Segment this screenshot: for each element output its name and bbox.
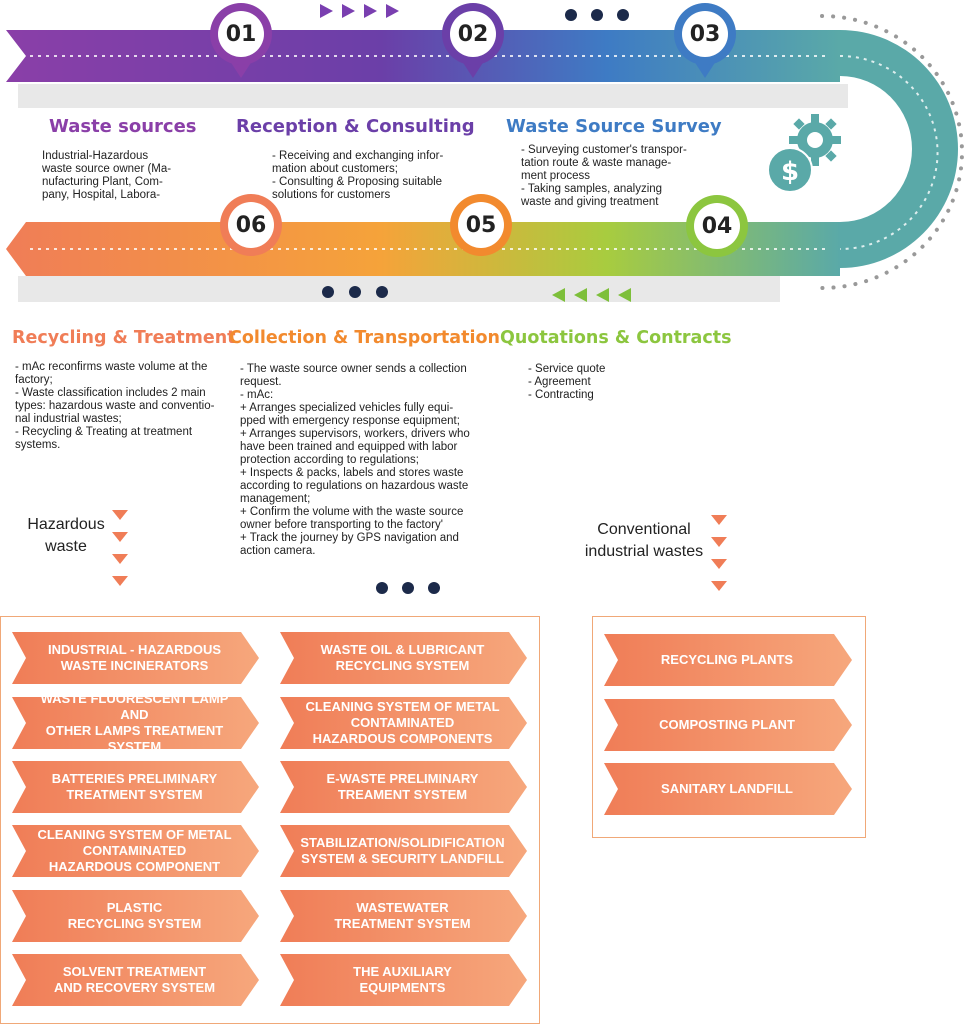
conventional-system-arrow-1: RECYCLING PLANTS [604,634,852,686]
hazardous-system-arrow-2: WASTE FLUORESCENT LAMP AND OTHER LAMPS T… [12,697,259,749]
collection-body: - The waste source owner sends a collect… [240,363,470,557]
hazardous-system-arrow-4: CLEANING SYSTEM OF METAL CONTAMINATED HA… [12,825,259,877]
dots-icon [565,9,629,21]
waste-sources-body: Industrial-Hazardous waste source owner … [42,150,172,201]
reception-body: - Receiving and exchanging infor- mation… [272,150,444,201]
step-number: 05 [458,202,504,248]
collection-title: Collection & Transportation [229,328,500,348]
survey-body: - Surveying customer's transpor- tation … [521,144,687,208]
hazardous-system-arrow-right-5: WASTEWATER TREATMENT SYSTEM [280,890,527,942]
dots-icon [376,582,440,594]
outer-dotted-arc [820,14,964,290]
step-pin-03: 03 [674,3,736,65]
step-number: 02 [450,11,496,57]
quotations-title: Quotations & Contracts [500,328,732,348]
right-arrows-icon [320,4,399,18]
down-arrows-icon [711,515,727,591]
hazardous-system-arrow-right-1: WASTE OIL & LUBRICANT RECYCLING SYSTEM [280,632,527,684]
hazardous-system-arrow-1: INDUSTRIAL - HAZARDOUS WASTE INCINERATOR… [12,632,259,684]
hazardous-system-arrow-right-3: E-WASTE PRELIMINARY TREAMENT SYSTEM [280,761,527,813]
hazardous-waste-label: Hazardous waste [27,516,105,555]
quotations-body: - Service quote - Agreement - Contractin… [528,363,606,401]
hazardous-system-arrow-right-4: STABILIZATION/SOLIDIFICATION SYSTEM & SE… [280,825,527,877]
dollar-coin-icon: $ [767,147,813,193]
left-arrows-icon [552,288,631,302]
svg-text:$: $ [781,157,799,187]
road-curve [840,30,958,268]
step-pin-06: 06 [220,194,282,256]
step-number: 03 [682,11,728,57]
hazardous-system-arrow-right-2: CLEANING SYSTEM OF METAL CONTAMINATED HA… [280,697,527,749]
top-road-shadow [18,84,848,108]
conventional-system-arrow-2: COMPOSTING PLANT [604,699,852,751]
reception-title: Reception & Consulting [236,116,475,137]
down-arrows-icon [112,510,128,586]
conventional-waste-label: Conventional industrial wastes [584,521,704,560]
step-pin-05: 05 [450,194,512,256]
conventional-system-arrow-3: SANITARY LANDFILL [604,763,852,815]
dots-icon [322,286,388,298]
hazardous-system-arrow-right-6: THE AUXILIARY EQUIPMENTS [280,954,527,1006]
hazardous-system-arrow-5: PLASTIC RECYCLING SYSTEM [12,890,259,942]
recycling-title: Recycling & Treatment [12,328,236,348]
step-pin-04: 04 [686,195,748,257]
step-pin-02: 02 [442,3,504,65]
curve-dashes [839,55,939,250]
waste-sources-title: Waste sources [49,116,197,137]
hazardous-system-arrow-6: SOLVENT TREATMENT AND RECOVERY SYSTEM [12,954,259,1006]
conventional-systems-box [592,616,866,838]
step-number: 06 [228,202,274,248]
hazardous-system-arrow-3: BATTERIES PRELIMINARY TREATMENT SYSTEM [12,761,259,813]
step-number: 04 [694,203,740,249]
step-pin-01: 01 [210,3,272,65]
survey-title: Waste Source Survey [506,116,722,137]
step-number: 01 [218,11,264,57]
recycling-body: - mAc reconfirms waste volume at the fac… [15,361,215,451]
gear-icon [789,114,841,166]
bottom-road-shadow [18,276,780,302]
